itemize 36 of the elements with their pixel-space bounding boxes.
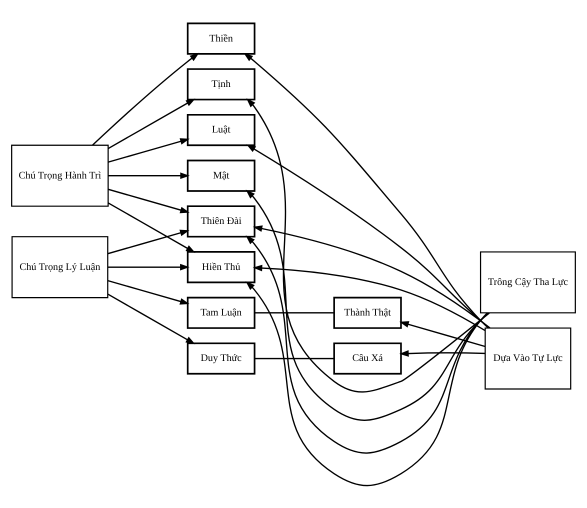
node-box: Mật xyxy=(186,159,256,192)
node-box: Chú Trọng Hành Trì xyxy=(11,144,109,206)
arrow xyxy=(108,188,190,213)
arrow xyxy=(107,292,196,344)
arrow xyxy=(244,52,489,328)
arrow xyxy=(108,279,190,304)
arrow xyxy=(108,202,196,252)
arrow xyxy=(399,320,486,347)
arrow xyxy=(108,229,190,254)
arrow xyxy=(252,224,490,328)
arrow xyxy=(108,263,190,270)
node-box: Tam Luận xyxy=(186,296,256,328)
connector xyxy=(254,357,334,359)
arrow xyxy=(246,144,490,328)
arrow xyxy=(252,264,486,331)
node-box: Duy Thức xyxy=(186,342,256,374)
node-box: Trông Cậy Tha Lực xyxy=(480,250,576,313)
arrow xyxy=(108,172,190,179)
node-box: Luật xyxy=(186,113,256,146)
node-box: Dựa Vào Tự Lực xyxy=(484,326,572,390)
arrow xyxy=(246,189,490,420)
arrow xyxy=(246,98,490,392)
node-box: Thiên Đài xyxy=(186,204,256,238)
arrow xyxy=(108,138,190,162)
arrow xyxy=(108,98,196,149)
node-box: Thiền xyxy=(186,22,256,54)
connector xyxy=(254,312,334,314)
node-box: Hiền Thủ xyxy=(186,250,256,283)
arrow xyxy=(399,350,486,356)
node-box: Câu Xá xyxy=(333,342,402,374)
arrow xyxy=(92,52,200,146)
node-box: Tịnh xyxy=(186,68,256,100)
arrow xyxy=(246,234,488,454)
arrow xyxy=(246,280,488,486)
node-box: Thành Thật xyxy=(333,296,402,328)
node-box: Chú Trọng Lý Luận xyxy=(11,236,108,298)
